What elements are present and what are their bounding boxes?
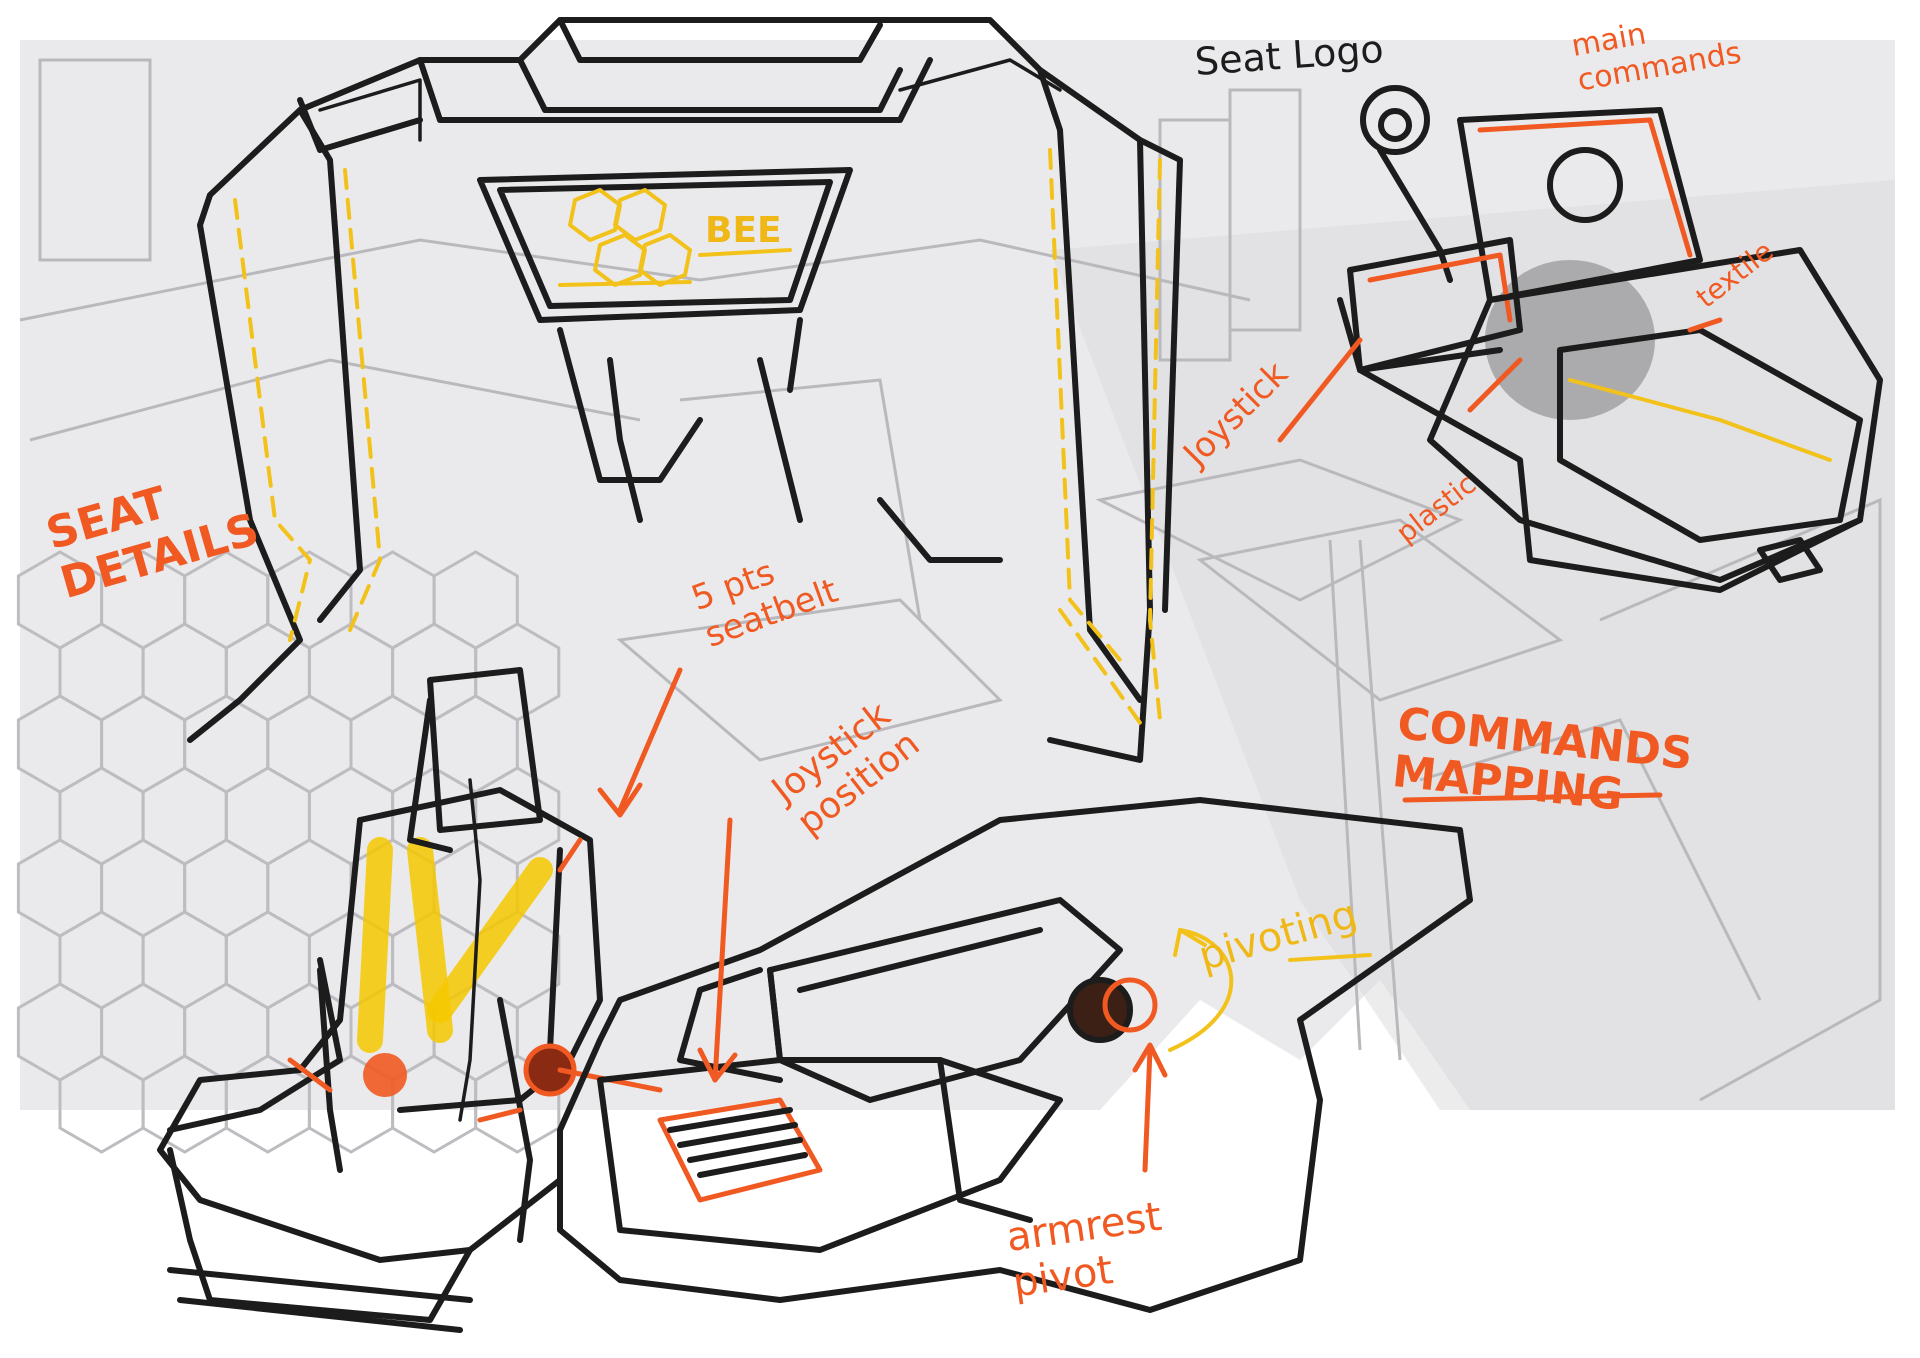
bee-logo-text: BEE: [705, 210, 782, 251]
seat-back-sketch: [187, 17, 1183, 763]
annotation-leaders: [597, 248, 1663, 962]
armrest-sketch: [557, 797, 1473, 1313]
commands-sketch: [1277, 85, 1883, 593]
background-render: [19, 40, 1895, 1110]
seat-sketch: [157, 667, 663, 1333]
